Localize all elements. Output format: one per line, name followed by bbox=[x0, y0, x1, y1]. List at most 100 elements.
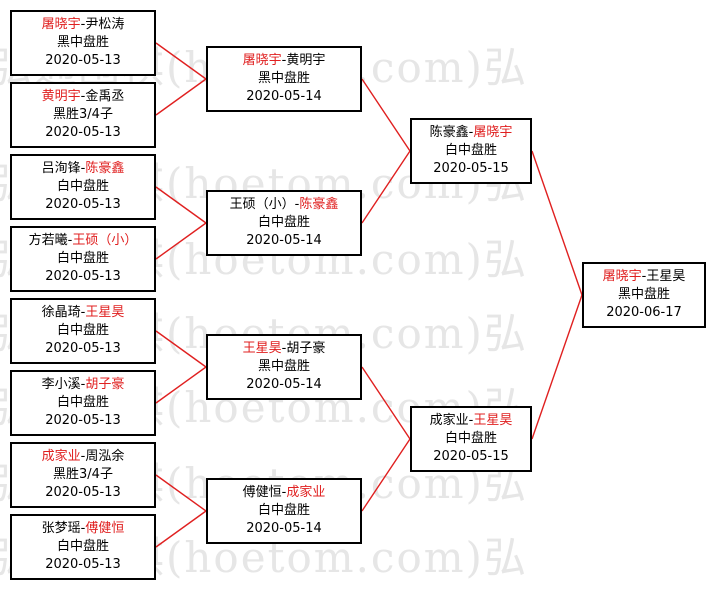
winner-name: 屠晓宇 bbox=[473, 125, 513, 140]
winner-name: 王星昊 bbox=[473, 413, 513, 428]
name-separator: - bbox=[80, 89, 86, 104]
loser-name: 金禹丞 bbox=[85, 89, 125, 104]
match-box-round1-5: 徐晶琦-王星昊白中盘胜 2020-05-13 bbox=[10, 298, 156, 364]
match-result: 黑胜3/4子 bbox=[53, 107, 113, 122]
match-date: 2020-05-15 bbox=[433, 161, 509, 176]
match-players: 屠晓宇-王星昊 bbox=[603, 268, 686, 286]
match-date: 2020-05-13 bbox=[45, 125, 121, 140]
match-date: 2020-05-13 bbox=[45, 413, 121, 428]
match-players: 屠晓宇-尹松涛 bbox=[42, 16, 125, 34]
loser-name: 尹松涛 bbox=[85, 17, 125, 32]
match-players: 成家业-周泓余 bbox=[42, 448, 125, 466]
match-players: 成家业-王星昊 bbox=[430, 412, 513, 430]
match-date: 2020-05-13 bbox=[45, 53, 121, 68]
match-players: 吕洵锋-陈豪鑫 bbox=[42, 160, 125, 178]
winner-name: 陈豪鑫 bbox=[85, 161, 125, 176]
match-date: 2020-05-13 bbox=[45, 269, 121, 284]
winner-name: 胡子豪 bbox=[85, 377, 125, 392]
match-result: 黑中盘胜 bbox=[56, 35, 109, 50]
match-date: 2020-05-13 bbox=[45, 557, 121, 572]
loser-name: 陈豪鑫 bbox=[429, 125, 469, 140]
match-date: 2020-05-13 bbox=[45, 197, 121, 212]
loser-name: 方若曦 bbox=[28, 233, 68, 248]
name-separator: - bbox=[80, 521, 86, 536]
match-result: 白中盘胜 bbox=[56, 323, 109, 338]
connector-line-round1-1 bbox=[155, 42, 207, 80]
loser-name: 胡子豪 bbox=[286, 341, 326, 356]
name-separator: - bbox=[294, 197, 300, 212]
loser-name: 成家业 bbox=[429, 413, 469, 428]
match-date: 2020-05-13 bbox=[45, 341, 121, 356]
name-separator: - bbox=[468, 125, 474, 140]
winner-name: 成家业 bbox=[286, 485, 326, 500]
match-result: 白中盘胜 bbox=[56, 251, 109, 266]
loser-name: 王星昊 bbox=[646, 269, 686, 284]
match-result: 黑中盘胜 bbox=[257, 359, 310, 374]
match-date: 2020-05-15 bbox=[433, 449, 509, 464]
name-separator: - bbox=[641, 269, 647, 284]
connector-line-round3-1 bbox=[531, 150, 583, 296]
name-separator: - bbox=[281, 485, 287, 500]
match-date: 2020-06-17 bbox=[606, 305, 682, 320]
match-result: 黑胜3/4子 bbox=[53, 467, 113, 482]
connector-line-round1-6 bbox=[155, 366, 207, 404]
connector-line-round1-8 bbox=[155, 510, 207, 548]
loser-name: 周泓余 bbox=[85, 449, 125, 464]
name-separator: - bbox=[80, 305, 86, 320]
connector-line-round1-5 bbox=[155, 330, 207, 368]
match-result: 白中盘胜 bbox=[56, 179, 109, 194]
name-separator: - bbox=[281, 341, 287, 356]
winner-name: 陈豪鑫 bbox=[299, 197, 339, 212]
winner-name: 黄明宇 bbox=[41, 89, 81, 104]
winner-name: 傅健恒 bbox=[85, 521, 125, 536]
loser-name: 黄明宇 bbox=[286, 53, 326, 68]
match-result: 白中盘胜 bbox=[444, 143, 497, 158]
match-date: 2020-05-14 bbox=[246, 377, 322, 392]
name-separator: - bbox=[80, 449, 86, 464]
winner-name: 王星昊 bbox=[242, 341, 282, 356]
match-players: 黄明宇-金禹丞 bbox=[42, 88, 125, 106]
match-date: 2020-05-14 bbox=[246, 521, 322, 536]
match-date: 2020-05-14 bbox=[246, 89, 322, 104]
loser-name: 吕洵锋 bbox=[41, 161, 81, 176]
winner-name: 屠晓宇 bbox=[41, 17, 81, 32]
connector-line-round2-2 bbox=[361, 150, 411, 224]
name-separator: - bbox=[80, 17, 86, 32]
loser-name: 张梦瑶 bbox=[41, 521, 81, 536]
name-separator: - bbox=[281, 53, 287, 68]
connector-line-round2-1 bbox=[361, 78, 411, 152]
match-result: 黑中盘胜 bbox=[257, 71, 310, 86]
match-date: 2020-05-13 bbox=[45, 485, 121, 500]
winner-name: 成家业 bbox=[41, 449, 81, 464]
connector-line-round1-4 bbox=[155, 222, 207, 260]
match-players: 徐晶琦-王星昊 bbox=[42, 304, 125, 322]
connector-line-round2-4 bbox=[361, 438, 411, 512]
name-separator: - bbox=[80, 377, 86, 392]
name-separator: - bbox=[80, 161, 86, 176]
match-players: 陈豪鑫-屠晓宇 bbox=[430, 124, 513, 142]
match-result: 白中盘胜 bbox=[257, 503, 310, 518]
match-players: 王硕（小）-陈豪鑫 bbox=[230, 196, 339, 214]
winner-name: 屠晓宇 bbox=[602, 269, 642, 284]
match-result: 白中盘胜 bbox=[257, 215, 310, 230]
match-players: 傅健恒-成家业 bbox=[243, 484, 326, 502]
connector-line-round1-2 bbox=[155, 78, 207, 116]
connector-line-round2-3 bbox=[361, 366, 411, 440]
winner-name: 王星昊 bbox=[85, 305, 125, 320]
loser-name: 王硕（小） bbox=[229, 197, 295, 212]
match-players: 王星昊-胡子豪 bbox=[243, 340, 326, 358]
match-result: 黑中盘胜 bbox=[617, 287, 670, 302]
